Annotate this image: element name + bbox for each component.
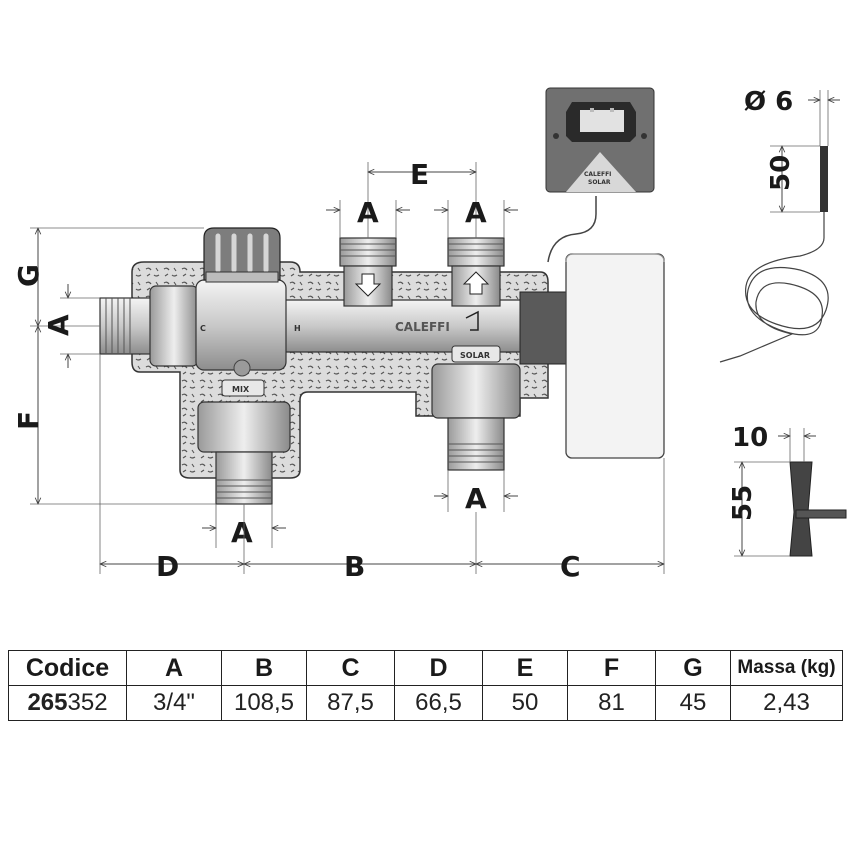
controller-cable (547, 196, 597, 263)
dim-label-b: B (344, 550, 365, 583)
header-b: B (221, 650, 307, 686)
mixing-valve-body (195, 279, 287, 371)
mix-label: MIX (232, 385, 250, 394)
probe-diameter: Ø 6 (744, 87, 793, 117)
top-port-right-thread (447, 237, 505, 267)
mix-outlet-thread (215, 451, 273, 505)
cell-a: 3/4" (126, 685, 222, 721)
temperature-probe (719, 146, 829, 363)
dim-label-a-bottom-right: A (465, 482, 487, 515)
actuator-housing[interactable] (565, 253, 665, 459)
dim-label-f: F (12, 411, 45, 430)
cell-g: 45 (655, 685, 731, 721)
dim-label-a-top-left: A (357, 196, 379, 229)
mix-union-nut (197, 401, 291, 453)
top-port-left-thread (339, 237, 397, 267)
header-e: E (482, 650, 568, 686)
cell-d: 66,5 (394, 685, 483, 721)
cell-f: 81 (567, 685, 656, 721)
controller-logo-line1: CALEFFI (584, 171, 611, 178)
header-c: C (306, 650, 395, 686)
dim-label-c: C (560, 550, 581, 583)
dim-label-e: E (410, 158, 429, 191)
cell-c: 87,5 (306, 685, 395, 721)
dim-label-a-top-right: A (465, 196, 487, 229)
probe-length: 50 (766, 155, 796, 191)
cell-e: 50 (482, 685, 568, 721)
dim-label-d: D (156, 550, 179, 583)
header-f: F (567, 650, 656, 686)
header-massa: Massa (kg) (730, 650, 843, 686)
solar-label: SOLAR (460, 351, 490, 360)
cell-codice: 265352 (8, 685, 127, 721)
caleffi-mark-icon (233, 359, 251, 377)
code-suffix: 352 (67, 689, 108, 716)
cold-port-label: C (200, 324, 206, 333)
adjustment-knob[interactable] (203, 227, 281, 281)
controller-display (580, 110, 624, 132)
hot-port-label: H (294, 324, 301, 333)
key-tool (789, 461, 847, 557)
key-height: 55 (728, 485, 758, 521)
table-row: 265352 3/4" 108,5 87,5 66,5 50 81 45 2,4… (8, 685, 843, 721)
cell-b: 108,5 (221, 685, 307, 721)
header-a: A (126, 650, 222, 686)
header-g: G (655, 650, 731, 686)
header-codice: Codice (8, 650, 127, 686)
header-d: D (394, 650, 483, 686)
mix-label-plate (221, 379, 265, 397)
actuator-coupling (519, 291, 569, 365)
cell-massa: 2,43 (730, 685, 843, 721)
left-union-nut (149, 285, 199, 367)
solar-arrow-icon (465, 310, 479, 331)
dim-label-g: G (12, 264, 45, 287)
brand-engraving: CALEFFI (395, 320, 450, 334)
technical-drawing: CALEFFI C H MIX SOLAR (12, 87, 847, 583)
spec-table: Codice A B C D E F G Massa (kg) 265352 3… (8, 650, 843, 721)
flow-down-arrow-icon (354, 273, 382, 297)
dim-label-a-left: A (42, 314, 75, 336)
table-header-row: Codice A B C D E F G Massa (kg) (8, 650, 843, 686)
flow-up-arrow-icon (462, 271, 490, 295)
dim-label-a-bottom-left: A (231, 516, 253, 549)
solar-label-plate (451, 345, 501, 363)
left-inlet-thread (99, 297, 153, 355)
solar-union-nut (431, 363, 521, 419)
controller-logo-line2: SOLAR (588, 179, 611, 186)
key-width: 10 (732, 423, 768, 453)
code-prefix: 265 (27, 689, 68, 716)
